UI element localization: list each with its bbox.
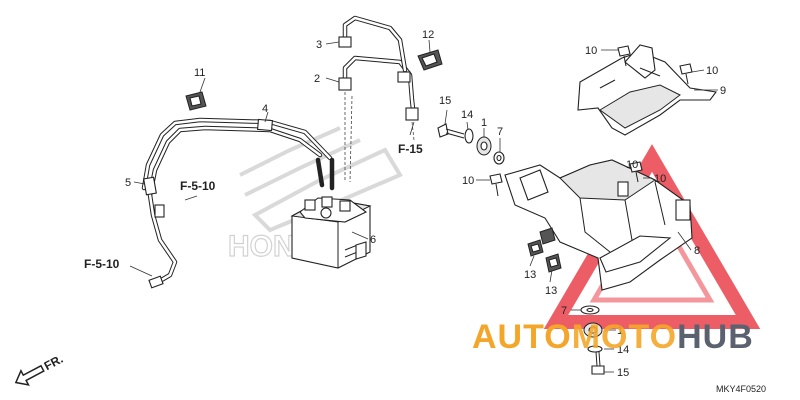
watermark-text: AUTOMOTOHUB xyxy=(472,318,754,356)
watermark-auto: AUTOMOTOHUB xyxy=(472,318,754,356)
grommet-1-upper xyxy=(476,136,492,156)
brake-pipe-5 xyxy=(143,176,178,289)
collar-7-lower xyxy=(580,305,600,315)
callout-7-upper: 7 xyxy=(497,126,503,138)
clip-13a xyxy=(527,239,544,257)
callout-10a: 10 xyxy=(585,45,597,57)
leader-lines xyxy=(129,39,718,373)
bracket-9 xyxy=(577,44,717,136)
washer-14-lower xyxy=(587,345,603,353)
callout-9: 9 xyxy=(720,85,726,97)
bolt-10a xyxy=(617,45,631,67)
callout-10e: 10 xyxy=(626,159,638,171)
callout-7-lower: 7 xyxy=(561,305,567,317)
brake-pipe-4 xyxy=(141,117,333,198)
pipe-ends xyxy=(315,157,335,191)
reference-labels: F-15 F-5-10 F-5-10 xyxy=(84,142,423,271)
bolt-10d xyxy=(489,173,503,197)
ref-f-15: F-15 xyxy=(398,142,423,156)
callout-1-upper: 1 xyxy=(481,117,487,129)
callout-6: 6 xyxy=(370,234,376,246)
clip-13b xyxy=(545,253,562,273)
callout-10d: 10 xyxy=(462,175,474,187)
callout-13b: 13 xyxy=(545,285,557,297)
callout-4: 4 xyxy=(262,103,268,115)
callout-3: 3 xyxy=(316,39,322,51)
callout-15-lower: 15 xyxy=(617,367,629,379)
grommet-12 xyxy=(417,49,443,71)
callout-1-lower: 1 xyxy=(617,325,623,337)
callout-10c: 10 xyxy=(654,173,666,185)
callout-5: 5 xyxy=(125,177,131,189)
clip-11 xyxy=(185,91,207,111)
pipe-routing-lines xyxy=(344,92,415,183)
callout-14-upper: 14 xyxy=(461,109,473,121)
bolt-15-upper xyxy=(437,123,465,139)
ref-f-5-10-upper: F-5-10 xyxy=(180,179,216,193)
brake-pipe-2 xyxy=(338,55,419,121)
clip-13c xyxy=(539,227,556,245)
callout-13a: 13 xyxy=(524,269,536,281)
diagram-code: MKY4F0520 xyxy=(716,384,766,394)
grommet-1-lower xyxy=(583,322,603,338)
washer-14-upper xyxy=(464,128,474,144)
front-direction-arrow: FR. xyxy=(14,352,66,386)
callout-8: 8 xyxy=(694,245,700,257)
callout-12: 12 xyxy=(422,29,434,41)
callout-numbers: 1 1 2 3 4 5 6 7 7 8 9 10 10 10 10 10 11 … xyxy=(125,29,726,379)
callout-11: 11 xyxy=(194,67,205,79)
bolt-15-lower xyxy=(591,351,605,375)
direction-label: FR. xyxy=(42,352,66,373)
collar-7-upper xyxy=(493,151,505,165)
callout-2: 2 xyxy=(314,73,320,85)
bolt-10c xyxy=(629,161,643,183)
callout-10b: 10 xyxy=(706,65,718,77)
callout-14-lower: 14 xyxy=(617,344,629,356)
arrow-icon xyxy=(14,364,45,386)
abs-modulator-6 xyxy=(290,196,372,269)
ref-f-5-10-lower: F-5-10 xyxy=(84,257,120,271)
bolt-10b xyxy=(679,63,693,85)
callout-15-upper: 15 xyxy=(439,95,451,107)
brake-pipe-3 xyxy=(338,15,411,83)
